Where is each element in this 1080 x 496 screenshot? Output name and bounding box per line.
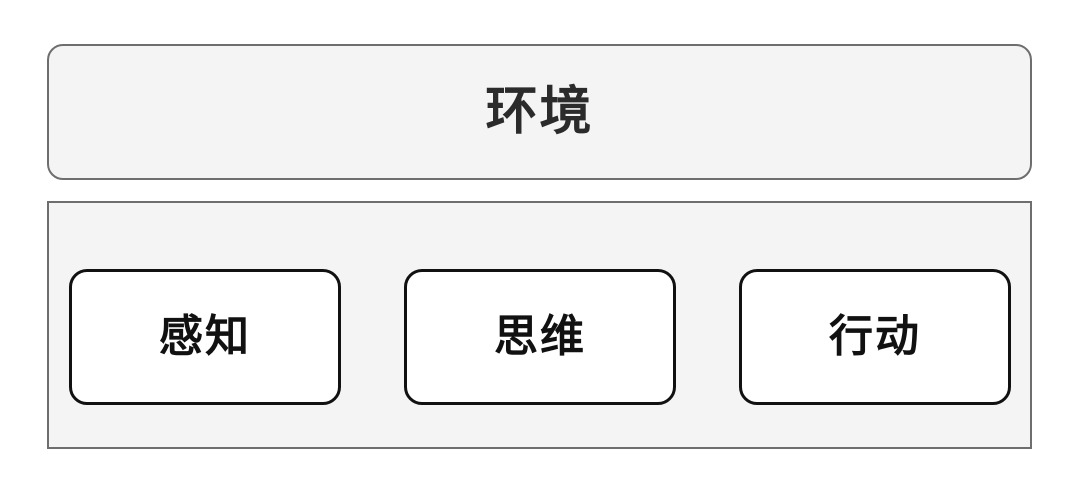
action-box: 行动 (739, 269, 1011, 405)
perception-box: 感知 (69, 269, 341, 405)
environment-box: 环境 (47, 44, 1032, 180)
perception-label: 感知 (159, 312, 251, 361)
agent-container: 感知 思维 行动 (47, 201, 1032, 449)
thinking-label: 思维 (494, 312, 586, 361)
thinking-box: 思维 (404, 269, 676, 405)
action-label: 行动 (829, 312, 921, 361)
environment-label: 环境 (485, 83, 594, 141)
